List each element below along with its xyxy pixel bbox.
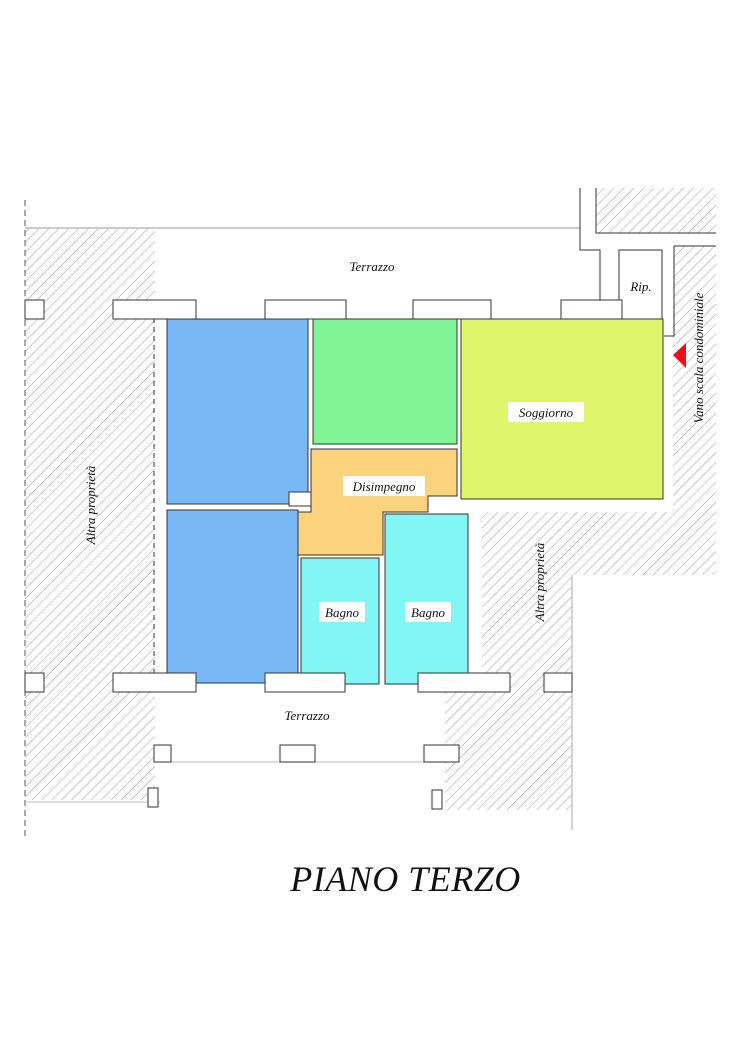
label-altra-proprieta-right: Altra proprietà [532,542,547,622]
label-soggiorno: Soggiorno [519,405,574,420]
label-terrazzo-bottom: Terrazzo [284,708,330,723]
page-title: PIANO TERZO [290,859,521,899]
label-bagno-1: Bagno [325,605,359,620]
label-vano-scala: Vano scala condominiale [691,292,706,423]
room-labels: Disimpegno Soggiorno Bagno Bagno Rip. Te… [83,259,706,723]
label-bagno-2: Bagno [411,605,445,620]
vano-scala-area [673,246,716,512]
ripostiglio-walls [579,188,716,337]
room-ripostiglio[interactable] [618,249,663,320]
room-disimpegno[interactable] [297,448,458,556]
label-altra-proprieta-left: Altra proprietà [83,465,98,545]
room-bedroom-top-left[interactable] [166,318,309,505]
label-disimpegno: Disimpegno [352,479,416,494]
label-ripostiglio: Rip. [629,279,651,294]
hatch-top-right [596,188,716,233]
hatched-areas [25,188,716,810]
room-bagno-2[interactable] [384,513,469,685]
label-terrazzo-top: Terrazzo [349,259,395,274]
altra-proprieta-right-area [445,512,716,810]
altra-proprieta-left-area [25,228,155,800]
wall-piers [24,299,623,810]
entrance-arrow-icon [673,343,686,368]
room-bedroom-bottom-left[interactable] [166,509,299,684]
rooms [166,249,664,685]
room-green[interactable] [312,318,458,445]
